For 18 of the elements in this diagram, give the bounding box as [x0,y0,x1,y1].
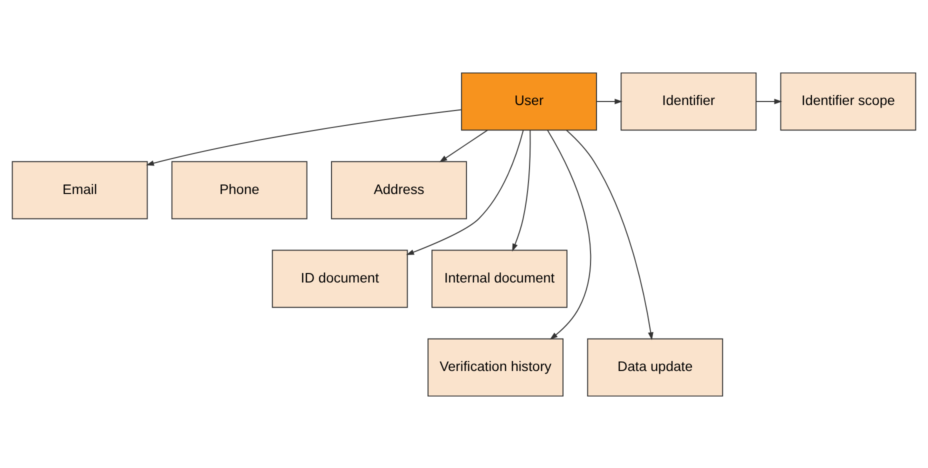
arrow [566,129,654,340]
node-box: User [461,72,597,130]
arrow [512,130,531,252]
arrow [756,98,782,104]
node-box: Phone [171,160,308,219]
node-box: ID document [272,249,408,308]
arrow [596,98,623,104]
arrow [439,129,488,162]
node-box: Verification history [428,338,564,396]
arrow [146,108,462,166]
node-box: Identifier scope [780,72,916,130]
node-box: Email [12,160,148,219]
node-box: Address [331,160,467,219]
node-box: Identifier [620,72,757,130]
arrow [547,129,592,340]
node-box: Internal document [432,249,568,308]
node-box: Data update [587,338,724,396]
arrow [406,129,524,255]
